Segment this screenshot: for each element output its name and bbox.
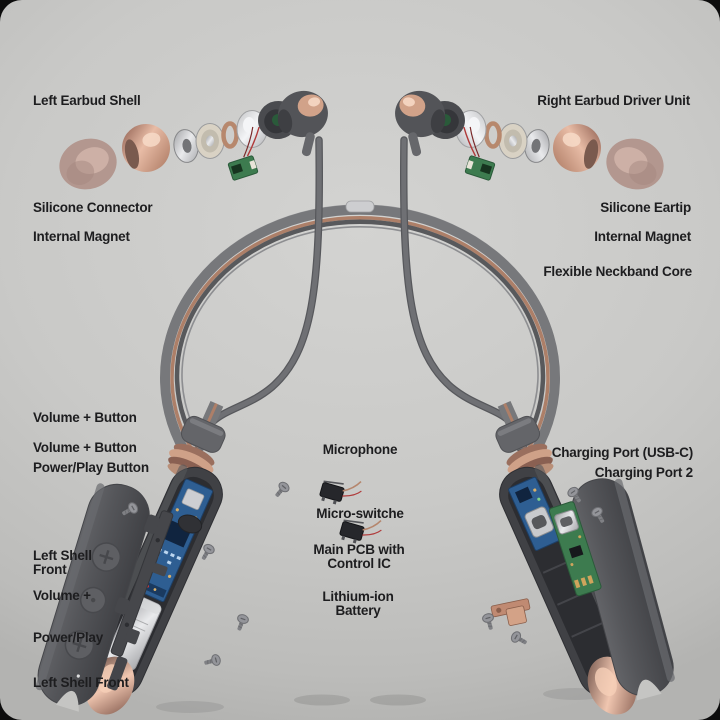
micro-switch-1: [317, 470, 365, 512]
label-left-shell-front-1: Left Shell Front: [33, 548, 92, 578]
label-internal-magnet-right: Internal Magnet: [594, 229, 691, 244]
power-play-button-shell: [79, 586, 107, 614]
copper-bracket: [490, 598, 531, 626]
label-volume-plus: Volume +: [33, 588, 91, 603]
label-volume-plus-button-2: Volume + Button: [33, 440, 137, 455]
volume-plus-button-bottom: [64, 630, 95, 660]
label-microphone: Microphone: [322, 442, 398, 457]
charging-port-2-pcb: [548, 501, 602, 597]
right-shell-front: [571, 478, 675, 701]
label-lithium-ion-battery: Lithium-ion Battery: [322, 589, 394, 619]
label-charging-port-usb-c: Charging Port (USB-C): [551, 445, 693, 460]
charging-port-pcb: [508, 476, 563, 551]
label-silicone-eartip: Silicone Eartip: [600, 200, 691, 215]
label-flexible-neckband-core: Flexible Neckband Core: [543, 264, 692, 279]
label-right-earbud-driver-unit: Right Earbud Driver Unit: [537, 93, 690, 108]
label-left-earbud-shell: Left Earbud Shell: [33, 93, 141, 108]
label-silicone-connector: Silicone Connector: [33, 200, 153, 215]
label-left-shell-front-2: Left Shell Front: [33, 675, 129, 690]
volume-plus-button-top: [91, 542, 122, 572]
label-main-pcb: Main PCB with Control IC: [313, 542, 405, 572]
neckband-clasp: [345, 200, 375, 213]
label-micro-switche: Micro-switche: [316, 506, 404, 521]
label-power-play-button: Power/Play Button: [33, 460, 149, 475]
label-internal-magnet-left: Internal Magnet: [33, 229, 130, 244]
rubber-button-pill: [177, 514, 203, 534]
right-control-unit: [499, 464, 637, 715]
label-power-play: Power/Play: [33, 630, 104, 645]
shadows: [156, 688, 607, 713]
neckband-core: [160, 200, 560, 463]
earbud-cables: [195, 136, 528, 454]
left-shell-front: [35, 483, 150, 712]
left-inner-frame: [107, 510, 174, 691]
label-volume-plus-button-1: Volume + Button: [33, 410, 137, 425]
label-charging-port-2: Charging Port 2: [594, 465, 693, 480]
led-dot: [76, 674, 80, 678]
